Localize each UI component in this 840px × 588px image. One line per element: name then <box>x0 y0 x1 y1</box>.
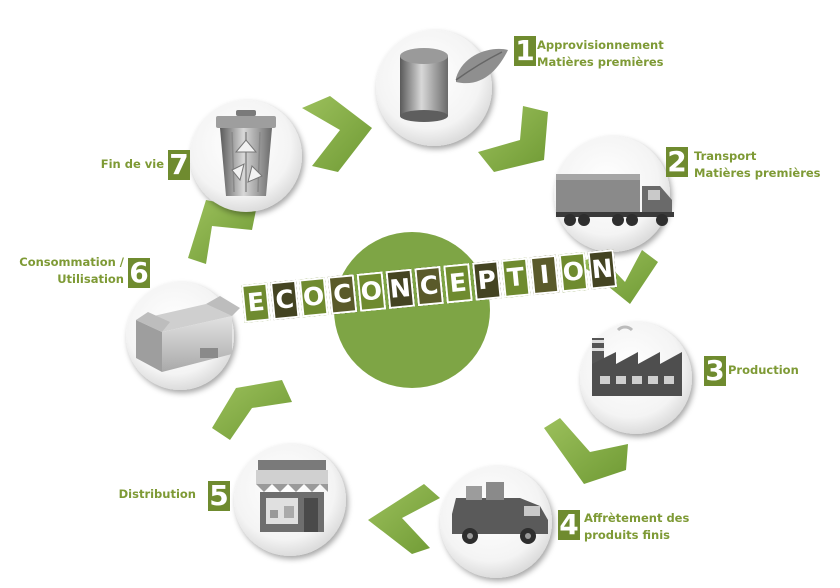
banner-letter: C <box>414 265 444 307</box>
banner-letter: P <box>472 260 502 301</box>
step-5-icon-circle <box>234 444 346 556</box>
arrow-4-to-5 <box>368 484 440 554</box>
arrow-1-to-2 <box>478 106 548 172</box>
step-2-number: 2 <box>666 145 688 178</box>
step-4-number: 4 <box>558 508 580 541</box>
banner-letter: O <box>558 252 589 293</box>
banner-letter: N <box>587 249 618 290</box>
step-7-number: 7 <box>168 148 190 181</box>
step-3-label: Production <box>728 363 799 377</box>
banner-letter: I <box>529 254 560 296</box>
truck-icon <box>556 174 674 226</box>
banner-letter: N <box>385 268 416 310</box>
factory-icon <box>592 325 682 396</box>
banner-letter: O <box>356 271 387 312</box>
banner-letter: E <box>241 282 271 323</box>
step-6-icon-circle <box>126 282 240 390</box>
step-6-number: 6 <box>128 256 150 289</box>
raw-material-drum-icon <box>400 48 508 122</box>
arrow-7-to-1 <box>302 96 372 172</box>
cardboard-box-icon <box>136 296 240 372</box>
banner-letter: E <box>443 263 473 304</box>
step-4-icon-circle <box>440 466 552 578</box>
step-1-icon-circle <box>376 30 508 146</box>
arrow-5-to-6 <box>212 380 292 440</box>
banner-letter: C <box>327 274 358 315</box>
step-3-icon-circle <box>580 322 692 434</box>
step-5-number: 5 <box>208 479 230 512</box>
delivery-truck-icon <box>452 482 548 544</box>
step-5-label: Distribution <box>118 487 196 501</box>
arrow-6-to-7 <box>188 200 256 264</box>
step-3-number: 3 <box>704 354 726 387</box>
store-icon <box>256 460 328 532</box>
banner-letter: O <box>298 277 329 318</box>
step-1-number: 1 <box>514 34 536 67</box>
step-7-label: Fin de vie <box>100 157 164 171</box>
step-6-label: Consommation /Utilisation <box>19 255 124 286</box>
arrow-3-to-4 <box>544 418 628 484</box>
recycling-bin-icon <box>216 110 276 196</box>
step-7-icon-circle <box>190 100 302 212</box>
banner-letter: T <box>500 257 531 298</box>
banner-letter: C <box>270 279 300 321</box>
step-2-icon-circle <box>554 136 674 252</box>
